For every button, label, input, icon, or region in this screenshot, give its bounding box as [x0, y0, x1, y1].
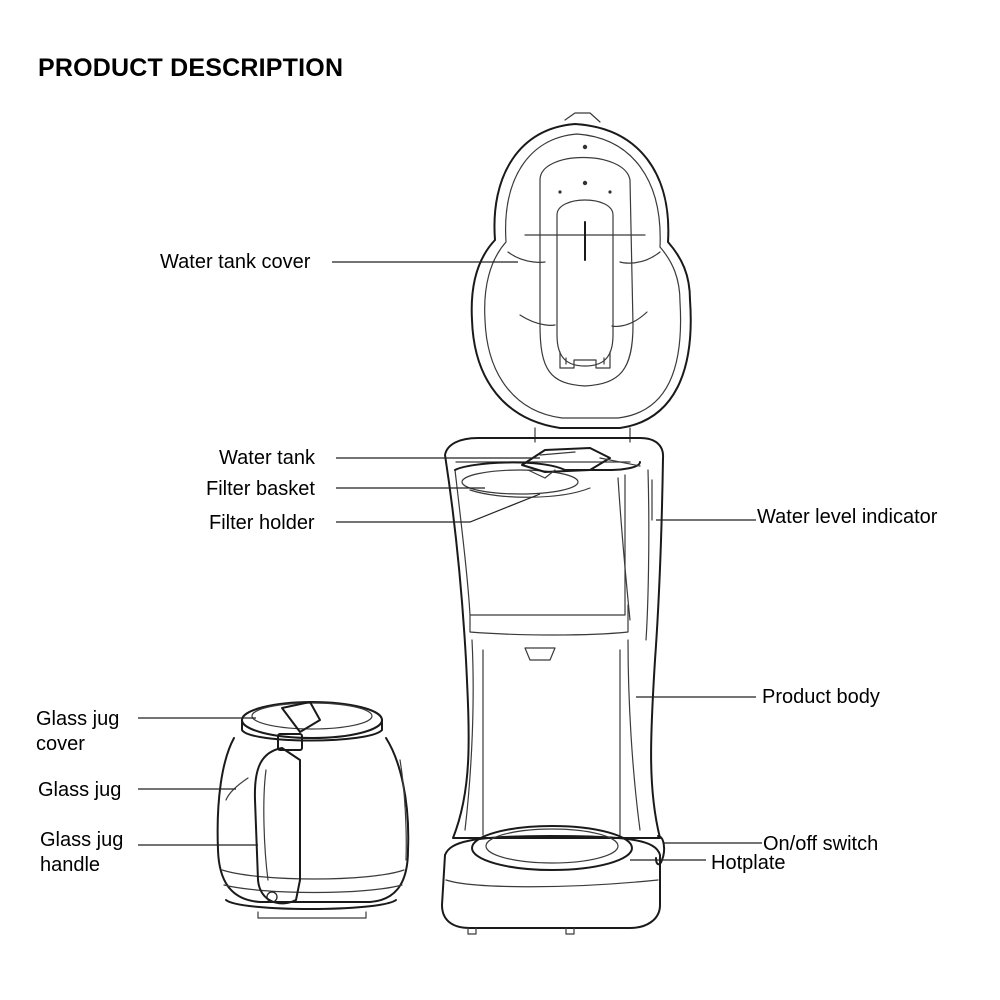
label-water-level-indicator: Water level indicator	[757, 506, 938, 528]
label-on-off-switch: On/off switch	[763, 833, 878, 855]
label-water-tank-cover: Water tank cover	[160, 251, 311, 273]
label-glass-jug-handle-line2: handle	[40, 854, 100, 876]
label-hotplate: Hotplate	[711, 852, 786, 874]
product-body-drawing	[441, 437, 666, 935]
label-glass-jug: Glass jug	[38, 779, 121, 801]
page-title: PRODUCT DESCRIPTION	[38, 54, 344, 82]
label-water-tank: Water tank	[219, 447, 316, 469]
label-filter-holder: Filter holder	[209, 512, 315, 534]
coffee-maker-illustration	[216, 112, 692, 935]
label-filter-basket: Filter basket	[206, 478, 315, 500]
water-tank-cover-drawing	[470, 112, 692, 443]
label-product-body: Product body	[762, 686, 880, 708]
leader-lines	[138, 261, 762, 861]
label-glass-jug-cover-line1: Glass jug	[36, 708, 119, 730]
leader-filter-holder	[336, 493, 541, 523]
part-labels: Water tank cover Water tank Filter baske…	[36, 251, 938, 876]
label-glass-jug-handle-line1: Glass jug	[40, 829, 123, 851]
glass-jug-drawing	[216, 701, 410, 919]
label-glass-jug-cover-line2: cover	[36, 733, 85, 755]
